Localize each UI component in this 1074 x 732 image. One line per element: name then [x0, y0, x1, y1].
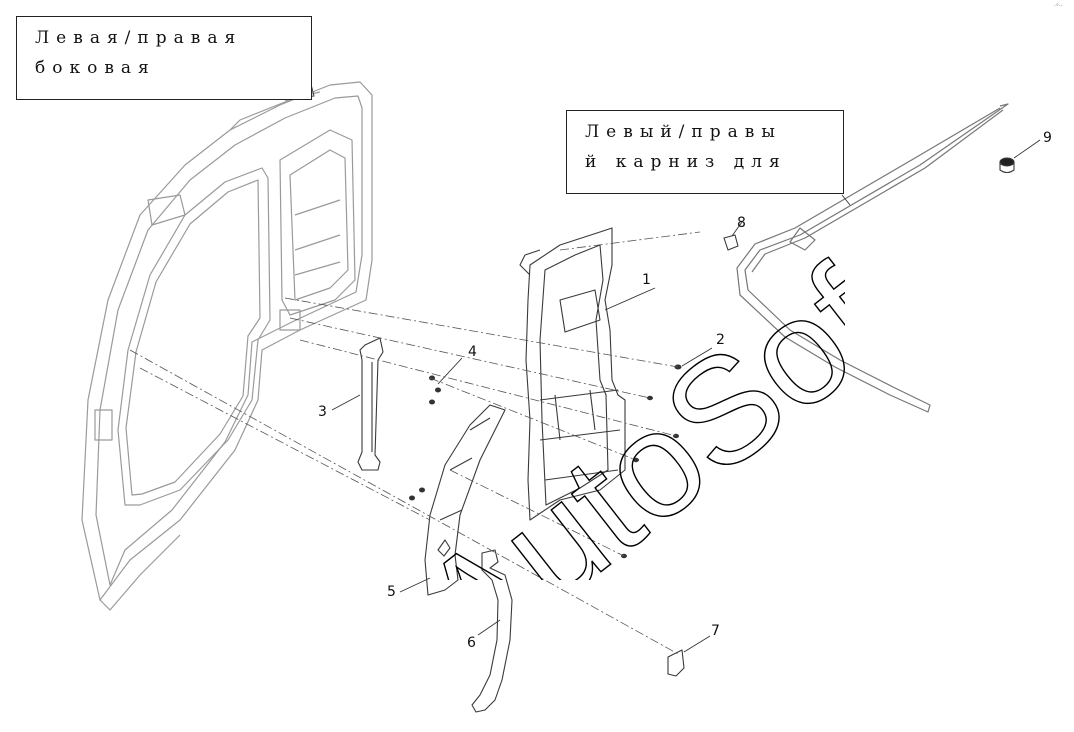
part-number-7: 7	[711, 623, 720, 639]
fasteners	[409, 364, 682, 559]
roof-rail-outline	[736, 103, 1009, 413]
callout-right-line1: Левый/правы	[585, 122, 782, 142]
pillar-trim-part1	[519, 227, 626, 521]
part-number-5: 5	[387, 584, 396, 600]
callout-right-line2: й карниз для	[585, 152, 787, 172]
part-number-9: 9	[1043, 130, 1052, 146]
clip-part7	[667, 649, 685, 677]
bracket-part3	[357, 337, 384, 471]
part-number-6: 6	[467, 635, 476, 651]
part-number-8: 8	[737, 215, 746, 231]
handle-bar-part6	[471, 549, 513, 713]
corner-mark: ·°··	[1054, 3, 1063, 10]
clip-part8	[723, 234, 739, 251]
part-number-4: 4	[468, 344, 477, 360]
part-number-2: 2	[716, 332, 725, 348]
callout-left-line1: Левая/правая	[35, 28, 243, 48]
part-number-3: 3	[318, 404, 327, 420]
cap-part9	[999, 157, 1015, 174]
assembly-lines	[129, 231, 701, 656]
trim-panel-part5	[424, 404, 506, 596]
door-frame-outline	[81, 81, 373, 611]
callout-left-side: Левая/правая боковая	[16, 16, 312, 100]
callout-right-rail: Левый/правы й карниз для	[566, 110, 844, 194]
callout-left-line2: боковая	[35, 58, 156, 78]
part-number-1: 1	[642, 272, 651, 288]
